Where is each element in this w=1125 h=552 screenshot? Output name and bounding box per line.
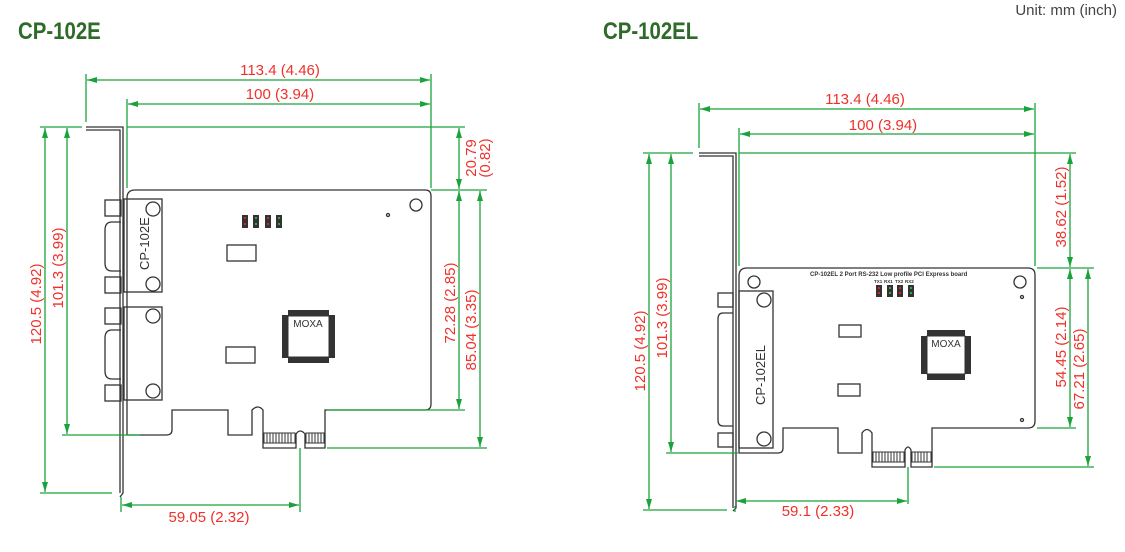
cp-102e-drawing: CP-102E MOXA <box>28 62 494 526</box>
component <box>837 383 861 397</box>
dim-top-offset: 38.62 (1.52) <box>1053 167 1070 248</box>
dimension-lines <box>643 103 1094 512</box>
dim-bracket-height: 120.5 (4.92) <box>632 311 649 392</box>
component <box>226 244 257 262</box>
board-outline <box>126 189 432 449</box>
component <box>225 346 256 364</box>
dim-board-height: 101.3 (3.99) <box>654 278 671 359</box>
dim-board-width: 100 (3.94) <box>246 86 314 103</box>
moxa-chip: MOXA <box>282 310 335 363</box>
bracket <box>86 126 124 498</box>
db9-connector-1: CP-102E <box>104 198 163 294</box>
dimension-lines <box>40 74 487 512</box>
dim-top-offset-inch: (0.82) <box>477 138 494 177</box>
db25-connector: CP-102EL <box>717 290 774 449</box>
led-labels: TX1 RX1 TX2 RX2 <box>874 279 914 284</box>
dim-overall-width: 113.4 (4.46) <box>240 62 320 79</box>
component <box>838 324 862 338</box>
board-label: CP-102E <box>137 217 152 270</box>
status-leds <box>876 285 914 297</box>
chip-label: MOXA <box>293 319 323 330</box>
cp-102el-title: CP-102EL <box>603 18 699 45</box>
dim-top-offset: 20.79 <box>463 139 480 177</box>
mounting-hole <box>409 198 423 212</box>
moxa-chip: MOXA <box>921 330 971 380</box>
dim-board-height: 101.3 (3.99) <box>50 228 67 309</box>
cp-102e-title: CP-102E <box>18 18 101 45</box>
board-label: CP-102EL <box>753 345 768 405</box>
dim-key-offset: 59.1 (2.33) <box>782 503 855 520</box>
dim-bracket-height: 120.5 (4.92) <box>28 264 45 345</box>
dim-board-width: 100 (3.94) <box>849 117 917 134</box>
dim-to-fingers-height: 85.04 (3.35) <box>463 290 480 371</box>
mounting-hole <box>1013 275 1027 289</box>
edge-connector-fingers <box>872 451 932 463</box>
chip-label: MOXA <box>931 339 961 350</box>
status-leds <box>242 215 282 228</box>
fiducial <box>1019 417 1025 423</box>
db9-connector-2 <box>104 306 163 402</box>
silkscreen-text: CP-102EL 2 Port RS-232 Low profile PCI E… <box>810 272 968 278</box>
unit-label: Unit: mm (inch) <box>1015 2 1117 19</box>
dim-overall-width: 113.4 (4.46) <box>825 91 905 108</box>
dim-key-offset: 59.05 (2.32) <box>169 509 250 526</box>
led-label-tx1: TX1 <box>874 279 883 284</box>
mounting-hole <box>747 275 761 289</box>
dim-to-fingers-height: 67.21 (2.65) <box>1071 329 1088 410</box>
led-label-rx2: RX2 <box>905 279 914 284</box>
dim-board-body-height: 54.45 (2.14) <box>1053 307 1070 388</box>
board-outline <box>738 267 1036 468</box>
fiducial <box>1019 294 1025 300</box>
led-label-tx2: TX2 <box>895 279 904 284</box>
edge-connector-fingers <box>263 432 325 444</box>
fiducial <box>385 212 391 218</box>
dim-board-body-height: 72.28 (2.85) <box>442 263 459 344</box>
cp-102el-drawing: CP-102EL CP-102EL 2 Port RS-232 Low prof… <box>632 91 1094 520</box>
led-label-rx1: RX1 <box>884 279 893 284</box>
